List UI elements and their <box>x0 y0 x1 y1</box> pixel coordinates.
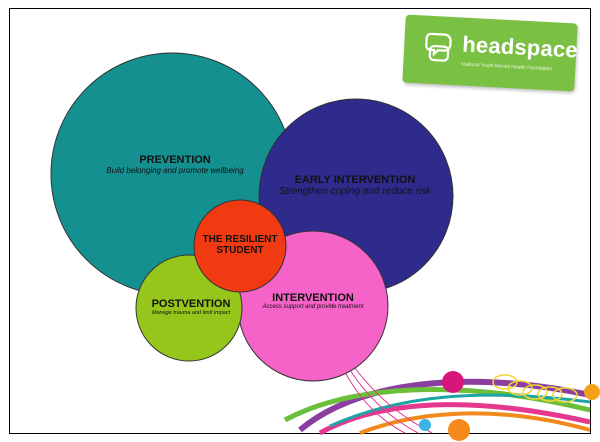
prevention-label: PREVENTION Build belonging and promote w… <box>70 154 280 175</box>
swoosh-green <box>283 386 591 423</box>
intervention-label: INTERVENTION Access support and provide … <box>250 292 376 310</box>
swoosh-orange <box>359 411 591 435</box>
dot-orange <box>448 419 470 441</box>
swoosh-pink <box>318 402 591 436</box>
prevention-subtitle: Build belonging and promote wellbeing <box>106 166 244 175</box>
yellow-rings <box>492 374 578 403</box>
intervention-title: INTERVENTION <box>272 292 354 304</box>
intervention-subtitle: Access support and provide treatment <box>262 304 364 310</box>
postvention-subtitle: Manage trauma and limit impact <box>151 310 231 316</box>
postvention-label: POSTVENTION Manage trauma and limit impa… <box>141 298 241 316</box>
dot-magenta <box>442 371 464 393</box>
resilient-student-circle <box>193 199 287 293</box>
dot-blue <box>419 419 431 431</box>
prevention-title: PREVENTION <box>139 154 211 166</box>
headspace-tagline: National Youth Mental Health Foundation <box>461 61 553 73</box>
dot-orange-right <box>584 384 600 400</box>
swoosh-lines-pink-2 <box>349 369 419 434</box>
decorative-swooshes <box>283 367 600 441</box>
early-intervention-label: EARLY INTERVENTION Strengthen coping and… <box>260 174 450 197</box>
swoosh-teal <box>329 393 591 428</box>
early-intervention-subtitle: Strengthen coping and reduce risk <box>278 186 432 197</box>
swoosh-lines-pink <box>344 371 406 434</box>
headspace-wordmark: headspace <box>461 31 579 63</box>
resilient-student-label: THE RESILIENT STUDENT <box>190 234 290 256</box>
headspace-logo-icon <box>425 32 452 62</box>
headspace-logo: headspace National Youth Mental Health F… <box>402 14 579 92</box>
resilient-student-line2: STUDENT <box>216 245 264 256</box>
resilient-student-line1: THE RESILIENT <box>202 234 278 245</box>
early-intervention-title: EARLY INTERVENTION <box>294 174 416 186</box>
postvention-title: POSTVENTION <box>151 298 231 310</box>
